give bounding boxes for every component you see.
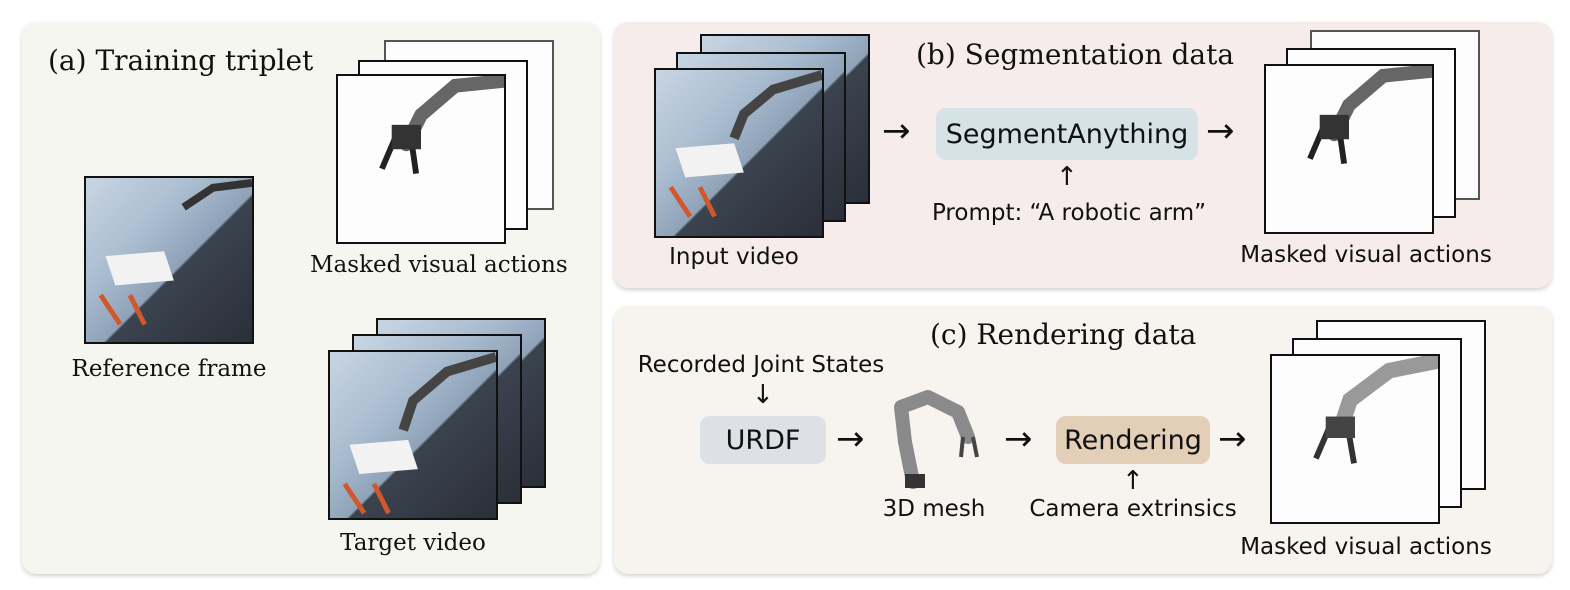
arrow-to-output: → — [1206, 111, 1235, 151]
robot-arm-mask-icon — [379, 76, 504, 175]
robot-arm-mask-icon — [1307, 66, 1432, 165]
render-masked-visual-actions-label: Masked visual actions — [1240, 534, 1492, 560]
render-output-frame-front — [1270, 354, 1440, 524]
scene-illustration — [342, 352, 496, 515]
target-frame-front — [328, 350, 498, 520]
masked-visual-actions-label: Masked visual actions — [310, 252, 568, 278]
segment-anything-box: SegmentAnything — [936, 108, 1198, 160]
reference-frame-label: Reference frame — [71, 356, 267, 382]
camera-extrinsics-label: Camera extrinsics — [1029, 496, 1237, 522]
panel-rendering-data: (c) Rendering data Recorded Joint States… — [614, 306, 1552, 574]
panel-c-title: (c) Rendering data — [930, 318, 1197, 351]
input-frame-front — [654, 68, 824, 238]
prompt-label: Prompt: “A robotic arm” — [931, 200, 1207, 226]
arrow-prompt-up: ↑ — [1056, 162, 1078, 192]
seg-masked-visual-actions-label: Masked visual actions — [1240, 242, 1492, 268]
masked-frame-front — [336, 74, 506, 244]
robot-arm-3d-mesh-icon — [894, 390, 979, 489]
scene-illustration — [98, 179, 252, 326]
target-video-label: Target video — [340, 530, 486, 556]
panel-a-title: (a) Training triplet — [48, 44, 314, 77]
panel-training-triplet: (a) Training triplet Masked visual actio… — [22, 22, 600, 574]
mesh-label: 3D mesh — [882, 496, 986, 522]
robot-arm-render-icon — [1313, 356, 1438, 464]
arrow-to-rendered-output: → — [1218, 419, 1247, 459]
rendering-box: Rendering — [1056, 416, 1210, 464]
arrow-to-rendering: → — [1004, 419, 1033, 459]
panel-segmentation-data: (b) Segmentation data Input video → Segm… — [614, 22, 1552, 288]
seg-output-frame-front — [1264, 64, 1434, 234]
panel-b-title: (b) Segmentation data — [916, 38, 1235, 71]
reference-frame-image — [84, 176, 254, 344]
arrow-joint-states-down: ↓ — [752, 380, 774, 410]
arrow-to-segment: → — [882, 111, 911, 151]
input-video-label: Input video — [669, 244, 799, 270]
arrow-to-mesh: → — [836, 419, 865, 459]
scene-illustration — [668, 70, 822, 218]
urdf-box: URDF — [700, 416, 826, 464]
arrow-camera-up: ↑ — [1122, 466, 1144, 496]
recorded-joint-states-label: Recorded Joint States — [637, 352, 885, 378]
